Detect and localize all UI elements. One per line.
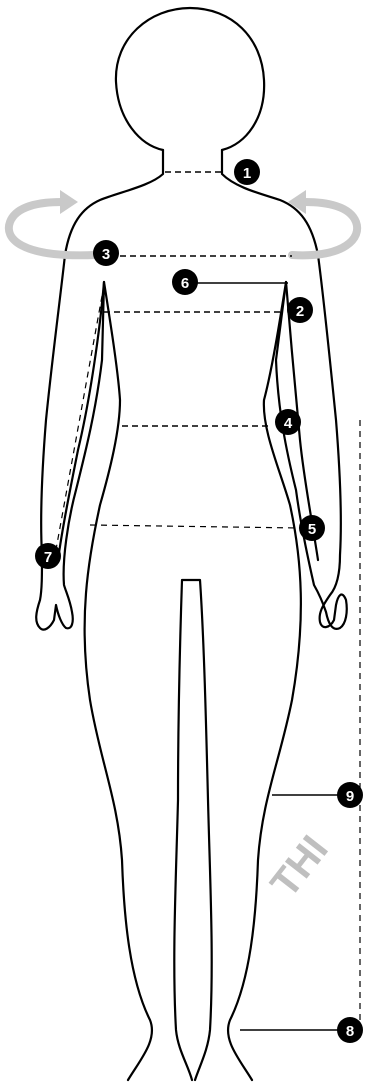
marker-7: 7 [35,543,61,569]
body-silhouette [36,8,347,1080]
marker-3: 3 [93,240,119,266]
inner-legs [174,580,211,1080]
marker-1: 1 [234,159,260,185]
marker-9: 9 [337,782,363,808]
measurement-lines [55,172,360,1038]
marker-1-label: 1 [243,165,251,182]
marker-8: 8 [337,1017,363,1043]
hip-line [90,525,300,528]
marker-3-label: 3 [102,246,110,263]
sleeve-line [55,285,104,555]
left-arrowhead-icon [60,190,78,214]
marker-7-label: 7 [44,549,52,566]
marker-4: 4 [275,409,301,435]
marker-5-label: 5 [308,521,316,538]
left-rotation-arrow [9,202,95,255]
marker-5: 5 [299,515,325,541]
marker-6: 6 [172,269,198,295]
marker-2-label: 2 [296,303,304,320]
left-side-outline [36,150,163,1080]
marker-8-label: 8 [346,1023,354,1040]
marker-6-label: 6 [181,275,189,292]
marker-9-label: 9 [346,788,354,805]
watermark: THI [262,828,336,906]
right-side-outline [222,150,347,1080]
marker-2: 2 [287,297,313,323]
marker-4-label: 4 [284,415,293,432]
head-outline [116,8,264,150]
shoulder-rotation-arrows [9,190,357,255]
